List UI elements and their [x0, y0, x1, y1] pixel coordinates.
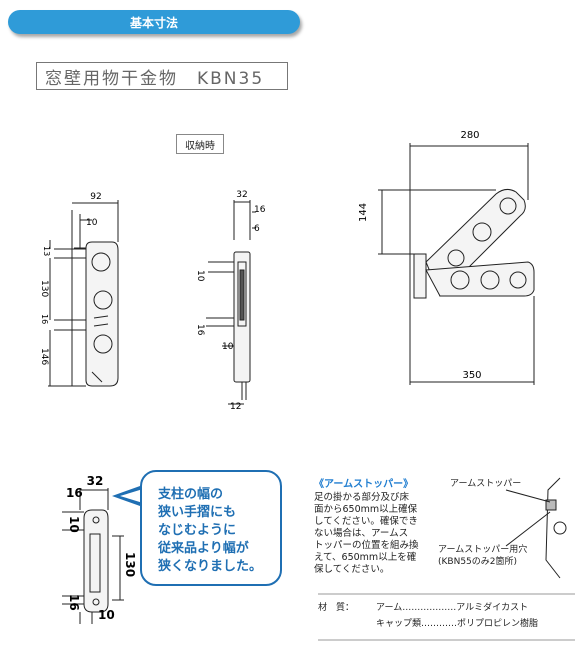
side-offset: 10 — [86, 218, 98, 228]
front-view — [206, 200, 256, 405]
stopper-line: ない場合は、アームス — [314, 528, 409, 539]
side-top: 13 — [42, 246, 51, 256]
stowed-label: 収納時 — [176, 134, 224, 154]
side-hole: 16 — [40, 314, 49, 324]
front-c: 10 — [222, 342, 234, 352]
extended-width: 280 — [460, 130, 479, 141]
stopper-hole-note: (KBN55のみ2箇所) — [438, 557, 518, 567]
side-width: 92 — [90, 192, 101, 202]
extended-rise: 144 — [358, 203, 369, 222]
material-part: キャップ類 — [376, 619, 422, 629]
side-bottom: 146 — [39, 348, 49, 365]
callout-line: 従来品より幅が — [158, 541, 249, 556]
product-name: 窓壁用物干金物 KBN35 — [45, 68, 265, 89]
stopper-line: 保してください。 — [314, 564, 390, 575]
detail-b: 16 — [67, 594, 81, 611]
callout-line: 狭い手摺にも — [158, 505, 237, 520]
detail-c: 10 — [98, 608, 115, 622]
material-key: 材 質： — [318, 603, 355, 613]
stopper-line: 面から650mm以上確保 — [314, 504, 418, 515]
detail-mid: 130 — [123, 552, 137, 577]
material-row: 材 質： アーム ……………… アルミダイカスト — [318, 600, 538, 616]
stopper-label: アームストッパー — [450, 479, 522, 489]
stopper-heading: 《アームストッパー》 — [314, 479, 414, 490]
front-top: 16 — [254, 205, 266, 215]
detail-a: 10 — [67, 516, 81, 533]
product-title: 窓壁用物干金物 KBN35 — [36, 62, 288, 90]
stopper-line: えて、650mm以上を確 — [314, 552, 417, 563]
callout-bubble: 支柱の幅の 狭い手摺にも なじむように 従来品より幅が 狭くなりました。 — [140, 470, 282, 586]
material-dots: ………… — [421, 619, 458, 629]
material-row: キャップ類 ………… ポリプロピレン樹脂 — [318, 616, 538, 632]
material-part: アーム — [376, 603, 403, 613]
detail-width: 32 — [87, 474, 104, 488]
stopper-line: トッパーの位置を組み換 — [314, 540, 419, 551]
side-mid: 130 — [39, 280, 49, 297]
stopper-line: 足の掛かる部分及び床 — [314, 492, 410, 503]
stowed-label-text: 収納時 — [185, 140, 215, 152]
material-value: ポリプロピレン樹脂 — [457, 619, 539, 629]
callout-arrow — [112, 486, 143, 506]
stopper-text: 足の掛かる部分及び床 面から650mm以上確保 してください。確保でき ない場合… — [314, 492, 436, 576]
material-dots: ……………… — [402, 603, 457, 613]
header-title: 基本寸法 — [129, 15, 178, 30]
front-a: 10 — [195, 270, 205, 282]
side-view — [48, 200, 119, 387]
front-foot: 12 — [230, 402, 241, 412]
material-spec: 材 質： アーム ……………… アルミダイカスト キャップ類 ………… ポリプロ… — [318, 600, 538, 632]
material-value: アルミダイカスト — [456, 603, 529, 613]
header-banner: 基本寸法 — [8, 10, 300, 34]
front-width: 32 — [236, 190, 247, 200]
front-gap: 6 — [254, 224, 260, 234]
stopper-hole-label: アームストッパー用穴 — [438, 545, 528, 555]
extended-view — [378, 143, 535, 385]
callout-line: 狭くなりました。 — [158, 559, 263, 574]
detail-view — [62, 488, 124, 624]
stopper-detail — [505, 477, 567, 579]
stopper-line: してください。確保でき — [314, 516, 418, 527]
front-b: 16 — [195, 324, 205, 336]
callout-line: 支柱の幅の — [158, 487, 224, 502]
detail-left: 16 — [66, 486, 83, 500]
extended-length: 350 — [462, 370, 481, 381]
callout-line: なじむように — [158, 523, 237, 538]
